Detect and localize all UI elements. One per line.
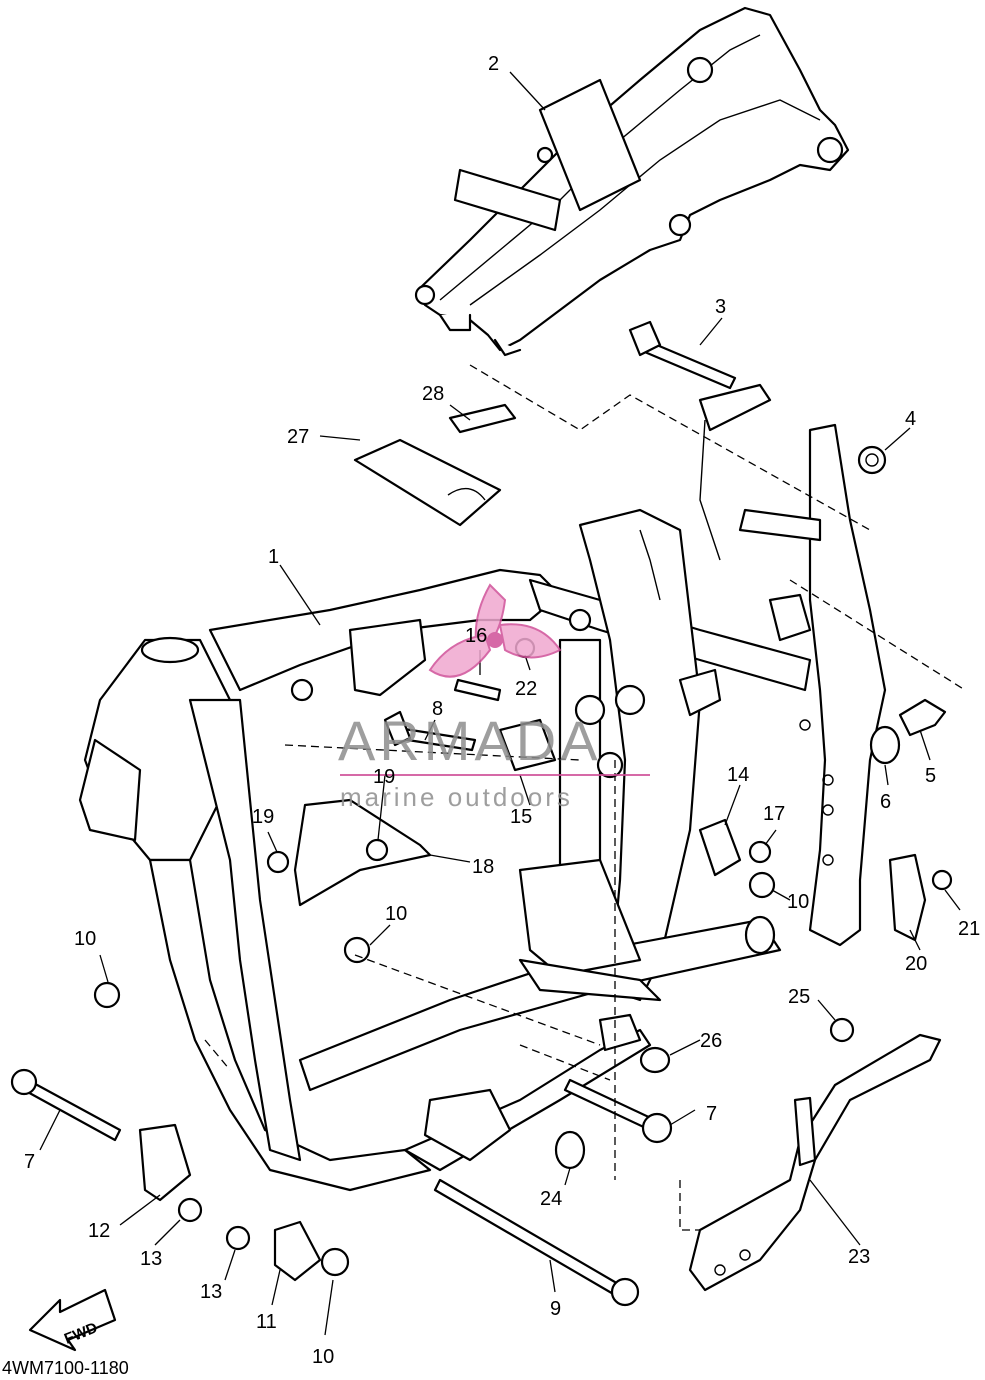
callout-20: 20 xyxy=(905,953,927,975)
callout-17: 17 xyxy=(763,803,785,825)
watermark-brand: ARMADA xyxy=(338,709,602,772)
part-10c-nut xyxy=(748,871,776,899)
callout-13a: 13 xyxy=(140,1248,162,1270)
callout-1: 1 xyxy=(268,546,279,568)
diagram-part-code: 4WM7100-1180 xyxy=(2,1358,129,1378)
callout-7b: 7 xyxy=(706,1103,717,1125)
callout-7a: 7 xyxy=(24,1151,35,1173)
part-24-collar xyxy=(554,1130,586,1170)
callout-labels: 2 1 3 4 5 6 7 7 8 9 10 10 10 10 11 12 13… xyxy=(24,53,980,1368)
part-6-cap xyxy=(869,725,901,765)
callout-26: 26 xyxy=(700,1030,722,1052)
main-frame-part xyxy=(78,383,887,1192)
callout-3: 3 xyxy=(715,296,726,318)
part-11-bracket xyxy=(273,1220,322,1282)
callout-19a: 19 xyxy=(373,766,395,788)
callout-10b: 10 xyxy=(385,903,407,925)
callout-8: 8 xyxy=(432,698,443,720)
callout-2: 2 xyxy=(488,53,499,75)
callout-21: 21 xyxy=(958,918,980,940)
part-19a-bolt xyxy=(365,838,389,862)
part-21-bolt xyxy=(931,869,953,891)
part-5-bolt xyxy=(898,698,947,737)
callout-16: 16 xyxy=(465,625,487,647)
part-19b-bolt xyxy=(266,850,290,874)
callout-18: 18 xyxy=(472,856,494,878)
callout-9: 9 xyxy=(550,1298,561,1320)
callout-27: 27 xyxy=(287,426,309,448)
part-10b-nut xyxy=(343,936,371,964)
callout-4: 4 xyxy=(905,408,916,430)
assembly-lines xyxy=(204,364,966,1231)
part-27-cover xyxy=(353,438,502,527)
leader-lines xyxy=(39,71,961,1336)
callout-23: 23 xyxy=(848,1246,870,1268)
rear-frame-part xyxy=(414,6,850,357)
small-parts xyxy=(10,320,953,1307)
callout-10a: 10 xyxy=(74,928,96,950)
callout-24: 24 xyxy=(540,1188,562,1210)
callout-11: 11 xyxy=(256,1311,277,1333)
part-7a-bolt xyxy=(22,1078,122,1142)
callout-15: 15 xyxy=(510,806,532,828)
watermark: ARMADA marine outdoors xyxy=(338,583,650,812)
part-17-nut xyxy=(748,840,772,864)
part-28-clip xyxy=(448,403,517,434)
callout-14: 14 xyxy=(727,764,749,786)
callout-5: 5 xyxy=(925,765,936,787)
part-14-plate xyxy=(698,818,742,877)
part-23-bracket xyxy=(688,1033,942,1292)
callout-13b: 13 xyxy=(200,1281,222,1303)
part-12-bracket xyxy=(138,1123,192,1202)
part-7b-bolt xyxy=(563,1078,657,1132)
part-25-bolt xyxy=(829,1017,855,1043)
part-10d-nut xyxy=(320,1247,350,1277)
part-10a-nut xyxy=(93,981,121,1009)
part-18-bracket xyxy=(293,798,432,907)
callout-25: 25 xyxy=(788,986,810,1008)
callout-28: 28 xyxy=(422,383,444,405)
part-20-bracket xyxy=(888,853,927,942)
callout-6: 6 xyxy=(880,791,891,813)
watermark-tagline: marine outdoors xyxy=(340,782,573,812)
part-16-bolt xyxy=(453,678,502,702)
propeller-logo-icon xyxy=(428,583,562,678)
part-4-nut xyxy=(857,445,887,475)
callout-22: 22 xyxy=(515,678,537,700)
callout-10c: 10 xyxy=(787,891,809,913)
part-13a-bolt xyxy=(177,1197,203,1223)
forward-direction-arrow: FWD xyxy=(28,1288,117,1352)
callout-12: 12 xyxy=(88,1220,110,1242)
callout-10d: 10 xyxy=(312,1346,334,1368)
part-9-bolt xyxy=(433,1178,622,1297)
part-26-cap xyxy=(639,1046,671,1074)
callout-19b: 19 xyxy=(252,806,274,828)
part-13b-bolt xyxy=(225,1225,251,1251)
